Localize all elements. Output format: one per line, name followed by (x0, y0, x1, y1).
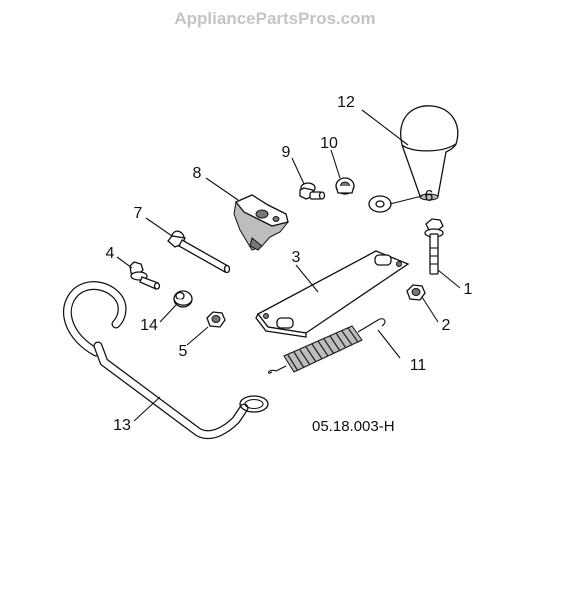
part-3-plate (255, 250, 410, 338)
part-5-nut (206, 311, 226, 328)
callout-1: 1 (464, 281, 473, 298)
part-11-spring (267, 318, 386, 374)
part-2-nut (406, 284, 426, 301)
callout-6: 6 (425, 188, 434, 205)
callout-14: 14 (140, 317, 158, 334)
part-12-knob (400, 105, 459, 201)
callouts: 1 2 3 4 5 6 7 8 9 10 11 12 13 14 (106, 94, 473, 434)
part-14-spacer (173, 290, 193, 308)
part-6-washer (368, 195, 392, 213)
part-10-nut (335, 177, 355, 195)
callout-11: 11 (410, 357, 427, 374)
callout-5: 5 (179, 343, 188, 360)
part-13-shift-rod (62, 281, 269, 440)
callout-4: 4 (106, 245, 115, 262)
callout-9: 9 (282, 144, 291, 161)
callout-3: 3 (292, 249, 301, 266)
part-4-stud-bolt (129, 261, 161, 290)
callout-7: 7 (134, 205, 143, 222)
callout-2: 2 (442, 317, 451, 334)
part-1-bolt (424, 218, 444, 275)
part-7-pin (167, 230, 231, 274)
callout-12: 12 (337, 94, 355, 111)
diagram-code: 05.18.003-H (312, 418, 395, 435)
callout-13: 13 (113, 417, 131, 434)
leader-lines (116, 109, 461, 422)
watermark-text: AppliancePartsPros.com (174, 9, 375, 28)
callout-8: 8 (193, 165, 202, 182)
part-8-lever-bracket (233, 194, 289, 251)
part-9-shoulder-bolt (299, 182, 326, 200)
callout-10: 10 (320, 135, 338, 152)
